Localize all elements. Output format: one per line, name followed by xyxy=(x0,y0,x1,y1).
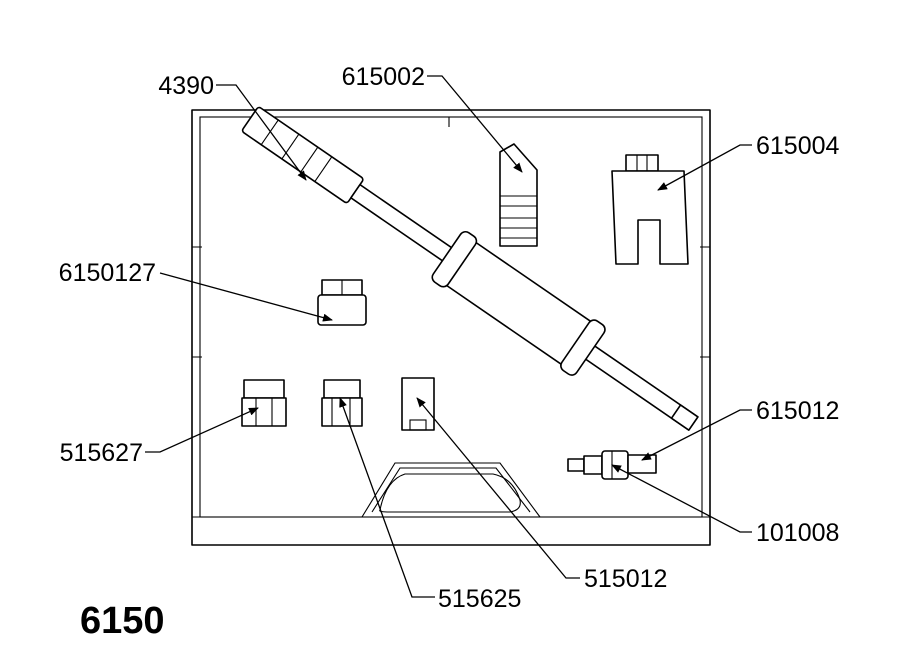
part-label-615004: 615004 xyxy=(756,132,840,160)
puller-jaw xyxy=(499,143,538,247)
leader-4390 xyxy=(216,84,307,181)
part-label-6150127: 6150127 xyxy=(59,259,156,287)
socket-515627 xyxy=(241,379,287,427)
leader-515627 xyxy=(145,407,259,453)
leader-515012 xyxy=(416,397,580,579)
slide-hammer xyxy=(241,106,699,431)
leader-615004 xyxy=(657,144,752,191)
leader-6150127 xyxy=(159,272,333,322)
part-label-615002: 615002 xyxy=(342,63,425,91)
leader-615012 xyxy=(641,409,752,461)
part-label-515625: 515625 xyxy=(438,585,521,613)
leader-101008 xyxy=(611,464,752,533)
part-label-515012: 515012 xyxy=(584,565,667,593)
part-label-515627: 515627 xyxy=(60,439,143,467)
part-label-4390: 4390 xyxy=(158,72,214,100)
fork-adapter xyxy=(611,154,689,265)
part-label-101008: 101008 xyxy=(756,519,839,547)
leader-515625 xyxy=(339,397,435,598)
plate-515012 xyxy=(401,377,435,431)
part-label-615012: 615012 xyxy=(756,397,839,425)
leader-615002 xyxy=(427,75,523,173)
kit-number: 6150 xyxy=(80,600,165,642)
